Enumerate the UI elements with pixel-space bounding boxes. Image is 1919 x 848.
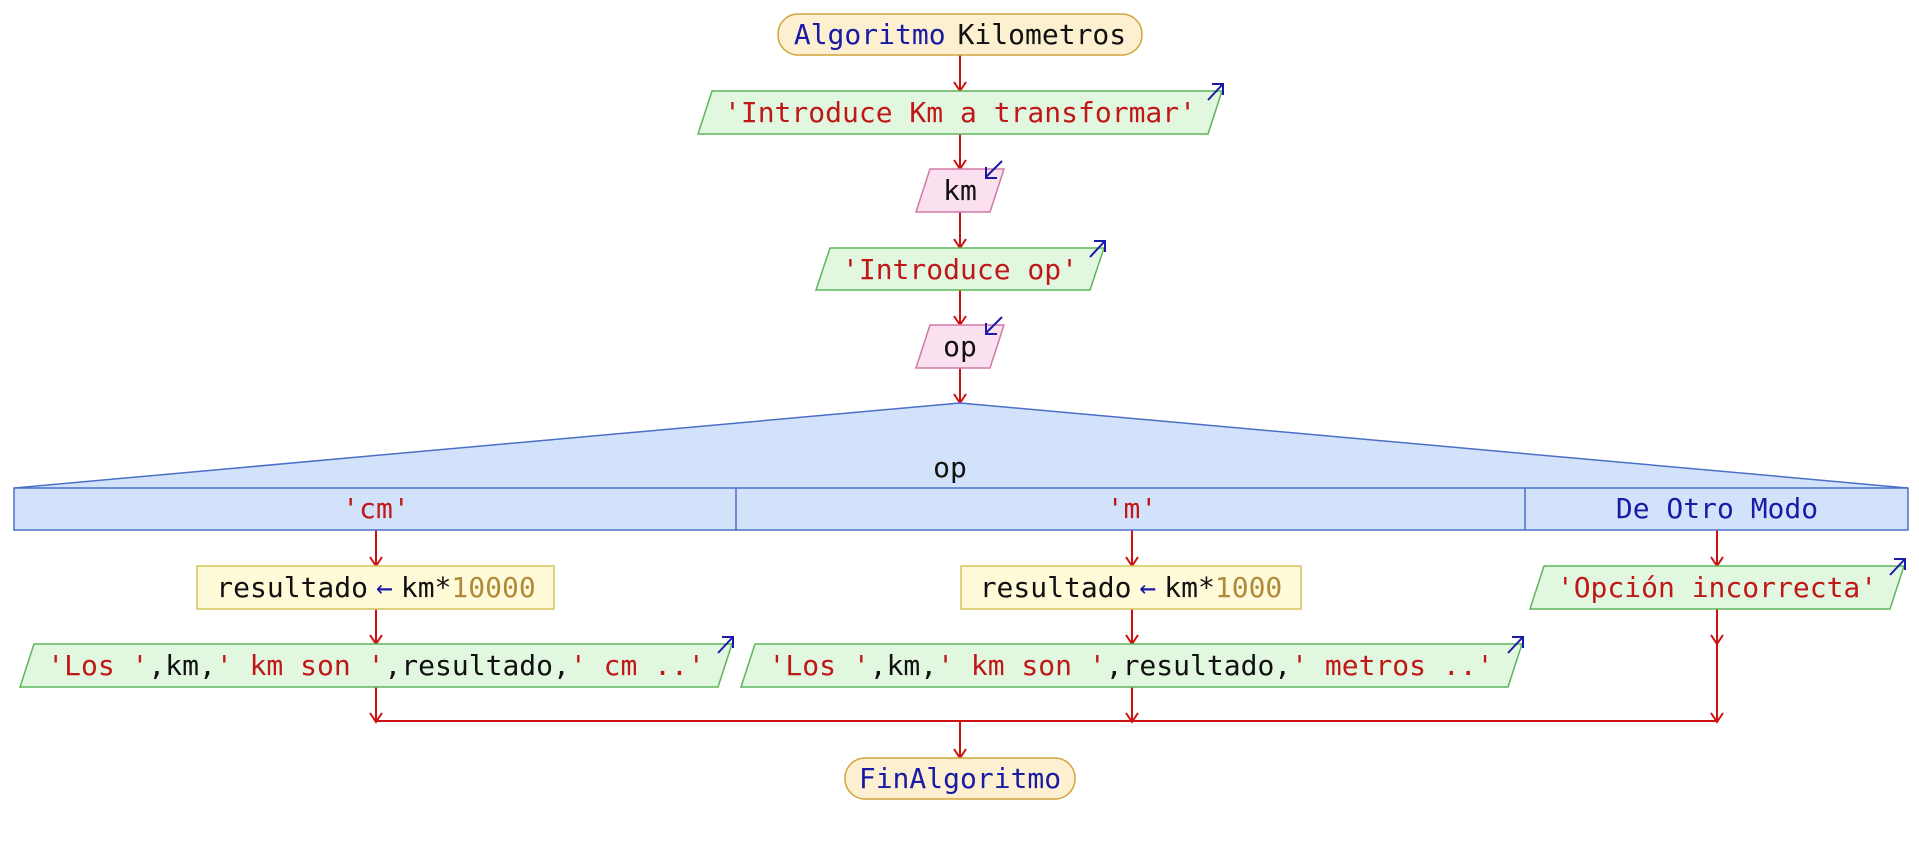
arrowhead	[1710, 712, 1724, 724]
print-segment: ,	[199, 649, 216, 682]
output-arrow-icon	[1507, 636, 1524, 654]
start-terminal-text: Algoritmo Kilometros	[794, 18, 1126, 51]
output-introduce-op: 'Introduce op'	[814, 240, 1106, 291]
print-segment: ,	[1106, 649, 1123, 682]
output-arrow-icon	[1207, 83, 1224, 101]
end-terminal: FinAlgoritmo	[844, 757, 1076, 800]
print-segment: ,	[870, 649, 887, 682]
switch-block: op 'cm' 'm' De Otro Modo	[13, 402, 1909, 531]
arrowhead	[369, 712, 383, 724]
switch-shape	[13, 402, 1909, 531]
process-rect	[196, 565, 555, 610]
assign-arrow-icon: ←	[1139, 571, 1156, 604]
print-cm-text: 'Los ',km,' km son ',resultado,' cm ..'	[47, 649, 704, 682]
end-terminal-shape	[844, 757, 1076, 800]
assign-expr-var: km*	[1164, 571, 1215, 604]
input-op: op	[914, 316, 1006, 369]
print-segment: 'Los '	[769, 649, 870, 682]
output-parallelogram	[814, 247, 1106, 291]
process-rect	[960, 565, 1302, 610]
input-parallelogram	[914, 324, 1006, 369]
assign-expr-num: 10000	[451, 571, 535, 604]
print-segment: ,	[920, 649, 937, 682]
print-segment: km	[887, 649, 921, 682]
assign-expr-num: 1000	[1215, 571, 1282, 604]
assign-m-text: resultado←km*1000	[980, 571, 1283, 604]
case-label-m: 'm'	[1107, 492, 1158, 525]
assign-cm-text: resultado←km*10000	[216, 571, 535, 604]
print-default: 'Opción incorrecta'	[1528, 558, 1906, 610]
start-terminal: Algoritmo Kilometros	[777, 13, 1143, 56]
assign-m: resultado←km*1000	[960, 565, 1302, 610]
output-parallelogram	[696, 90, 1224, 135]
print-segment: ' km son '	[216, 649, 385, 682]
print-segment: ,	[1274, 649, 1291, 682]
input-km-text: km	[943, 174, 977, 207]
output-parallelogram	[1528, 565, 1906, 610]
arrowhead	[1125, 712, 1139, 724]
algorithm-name: Kilometros	[958, 18, 1127, 51]
assign-cm: resultado←km*10000	[196, 565, 555, 610]
print-m: 'Los ',km,' km son ',resultado,' metros …	[739, 636, 1524, 688]
start-terminal-shape	[777, 13, 1143, 56]
print-segment: 'Los '	[47, 649, 148, 682]
print-segment: ,	[553, 649, 570, 682]
print-segment: ' metros ..'	[1291, 649, 1493, 682]
output-parallelogram	[739, 643, 1524, 688]
input-op-text: op	[943, 330, 977, 363]
output-introduce-km: 'Introduce Km a transformar'	[696, 83, 1224, 135]
input-arrow-icon	[985, 160, 1003, 179]
output-introduce-km-text: 'Introduce Km a transformar'	[724, 96, 1196, 129]
print-segment: km	[165, 649, 199, 682]
output-introduce-op-text: 'Introduce op'	[842, 253, 1078, 286]
assign-target: resultado	[216, 571, 368, 604]
case-label-default: De Otro Modo	[1616, 492, 1818, 525]
assign-arrow-icon: ←	[376, 571, 393, 604]
assign-target: resultado	[980, 571, 1132, 604]
output-arrow-icon	[1889, 558, 1906, 576]
input-km: km	[914, 160, 1006, 213]
input-parallelogram	[914, 168, 1006, 213]
start-keyword: Algoritmo	[794, 18, 946, 51]
end-terminal-text: FinAlgoritmo	[859, 762, 1061, 795]
switch-expression: op	[933, 451, 967, 484]
input-arrow-icon	[985, 316, 1003, 335]
print-segment: resultado	[1123, 649, 1275, 682]
assign-expr-var: km*	[401, 571, 452, 604]
output-parallelogram	[18, 643, 734, 688]
print-default-text: 'Opción incorrecta'	[1557, 571, 1877, 604]
arrowhead	[1710, 634, 1724, 646]
print-segment: ' cm ..'	[570, 649, 705, 682]
output-arrow-icon	[717, 636, 734, 654]
print-segment: ' km son '	[937, 649, 1106, 682]
output-arrow-icon	[1089, 240, 1106, 258]
case-label-cm: 'cm'	[342, 492, 409, 525]
print-segment: resultado	[401, 649, 553, 682]
print-cm: 'Los ',km,' km son ',resultado,' cm ..'	[18, 636, 734, 688]
flow-lines	[375, 55, 1718, 757]
print-segment: ,	[384, 649, 401, 682]
print-m-text: 'Los ',km,' km son ',resultado,' metros …	[769, 649, 1494, 682]
print-segment: ,	[148, 649, 165, 682]
